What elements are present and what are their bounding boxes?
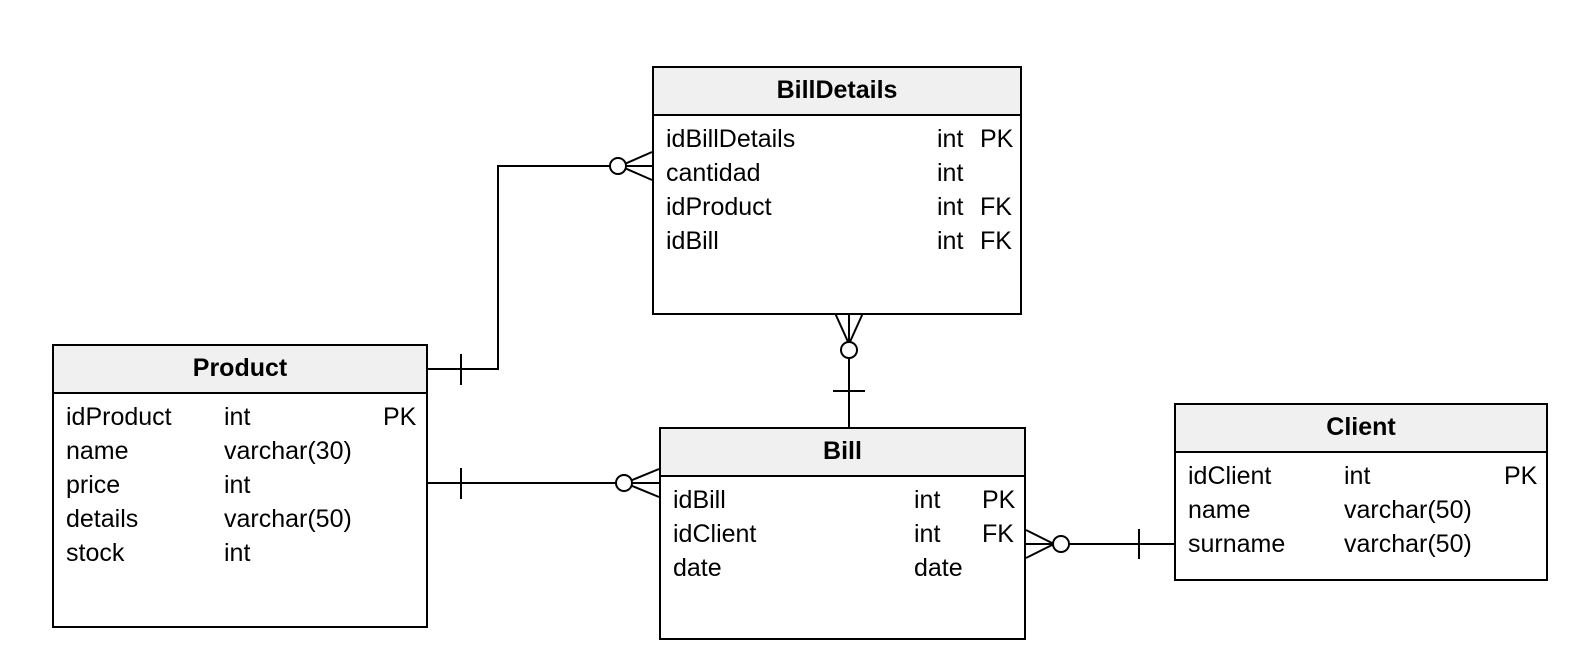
attribute-key: FK bbox=[982, 520, 1014, 548]
crow-foot-prong bbox=[1025, 543, 1055, 559]
attribute-row: idBill int PK bbox=[661, 483, 1024, 517]
entity-title: Client bbox=[1176, 405, 1546, 453]
entity-product[interactable]: Product idProduct int PK name varchar(30… bbox=[52, 344, 428, 628]
entity-bill[interactable]: Bill idBill int PK idClient int FK date … bbox=[659, 427, 1026, 640]
entity-billdetails[interactable]: BillDetails idBillDetails int PK cantida… bbox=[652, 66, 1022, 315]
attribute-row: name varchar(50) bbox=[1176, 493, 1546, 527]
attribute-name: price bbox=[66, 471, 121, 499]
attribute-name: idBillDetails bbox=[666, 125, 796, 153]
relationship-product-billdetails[interactable] bbox=[426, 151, 653, 385]
crow-foot-prong bbox=[834, 312, 850, 345]
attribute-name: idProduct bbox=[666, 193, 772, 221]
attribute-row: idClient int FK bbox=[661, 517, 1024, 551]
zero-circle bbox=[615, 474, 633, 492]
entity-client[interactable]: Client idClient int PK name varchar(50) … bbox=[1174, 403, 1548, 581]
relationship-client-bill[interactable] bbox=[1025, 529, 1174, 559]
attribute-key: PK bbox=[1504, 462, 1538, 490]
attribute-type: int bbox=[937, 227, 964, 255]
attribute-type: int bbox=[937, 159, 964, 187]
attribute-key: PK bbox=[982, 486, 1016, 514]
attribute-name: name bbox=[1188, 496, 1251, 524]
attribute-row: idBillDetails int PK bbox=[654, 122, 1020, 156]
attribute-type: date bbox=[914, 554, 963, 582]
attribute-type: int bbox=[914, 520, 941, 548]
attribute-name: idBill bbox=[666, 227, 719, 255]
attribute-name: surname bbox=[1188, 530, 1286, 558]
attribute-name: date bbox=[673, 554, 722, 582]
attribute-row: date date bbox=[661, 551, 1024, 585]
attribute-row: cantidad int bbox=[654, 156, 1020, 190]
relationship-bill-billdetails[interactable] bbox=[833, 312, 865, 427]
crow-foot-prong bbox=[848, 312, 864, 345]
attribute-row: price int bbox=[54, 468, 426, 502]
attribute-type: varchar(50) bbox=[224, 505, 352, 533]
entity-title: Bill bbox=[661, 429, 1024, 477]
attribute-row: surname varchar(50) bbox=[1176, 527, 1546, 561]
attribute-key: PK bbox=[980, 125, 1014, 153]
attribute-type: varchar(50) bbox=[1344, 496, 1472, 524]
entity-title: Product bbox=[54, 346, 426, 394]
crow-foot-prong bbox=[1025, 529, 1055, 545]
attribute-row: details varchar(50) bbox=[54, 502, 426, 536]
attribute-name: idClient bbox=[673, 520, 757, 548]
relationship-product-bill[interactable] bbox=[426, 468, 660, 499]
crow-foot-prong bbox=[624, 482, 660, 498]
attribute-row: idBill int FK bbox=[654, 224, 1020, 258]
attribute-row: name varchar(30) bbox=[54, 434, 426, 468]
attribute-type: int bbox=[224, 403, 251, 431]
attribute-name: idBill bbox=[673, 486, 726, 514]
attribute-name: stock bbox=[66, 539, 125, 567]
attribute-key: FK bbox=[980, 227, 1012, 255]
attribute-row: idClient int PK bbox=[1176, 459, 1546, 493]
zero-circle bbox=[609, 157, 627, 175]
zero-circle bbox=[840, 341, 858, 359]
attribute-type: int bbox=[914, 486, 941, 514]
attribute-name: idClient bbox=[1188, 462, 1272, 490]
attribute-name: name bbox=[66, 437, 129, 465]
attribute-name: idProduct bbox=[66, 403, 172, 431]
attribute-key: PK bbox=[383, 403, 417, 431]
attribute-type: int bbox=[224, 539, 251, 567]
attribute-row: idProduct int PK bbox=[54, 400, 426, 434]
connector-line bbox=[426, 165, 612, 370]
attribute-type: int bbox=[1344, 462, 1371, 490]
attribute-row: idProduct int FK bbox=[654, 190, 1020, 224]
attribute-name: details bbox=[66, 505, 139, 533]
crow-foot-prong bbox=[624, 468, 660, 484]
attribute-type: int bbox=[937, 193, 964, 221]
entity-title: BillDetails bbox=[654, 68, 1020, 116]
attribute-type: int bbox=[937, 125, 964, 153]
crow-foot-prong bbox=[619, 165, 653, 181]
attribute-row: stock int bbox=[54, 536, 426, 570]
attribute-type: int bbox=[224, 471, 251, 499]
crow-foot-prong bbox=[619, 151, 653, 167]
attribute-type: varchar(50) bbox=[1344, 530, 1472, 558]
zero-circle bbox=[1052, 535, 1070, 553]
attribute-name: cantidad bbox=[666, 159, 761, 187]
attribute-key: FK bbox=[980, 193, 1012, 221]
attribute-type: varchar(30) bbox=[224, 437, 352, 465]
